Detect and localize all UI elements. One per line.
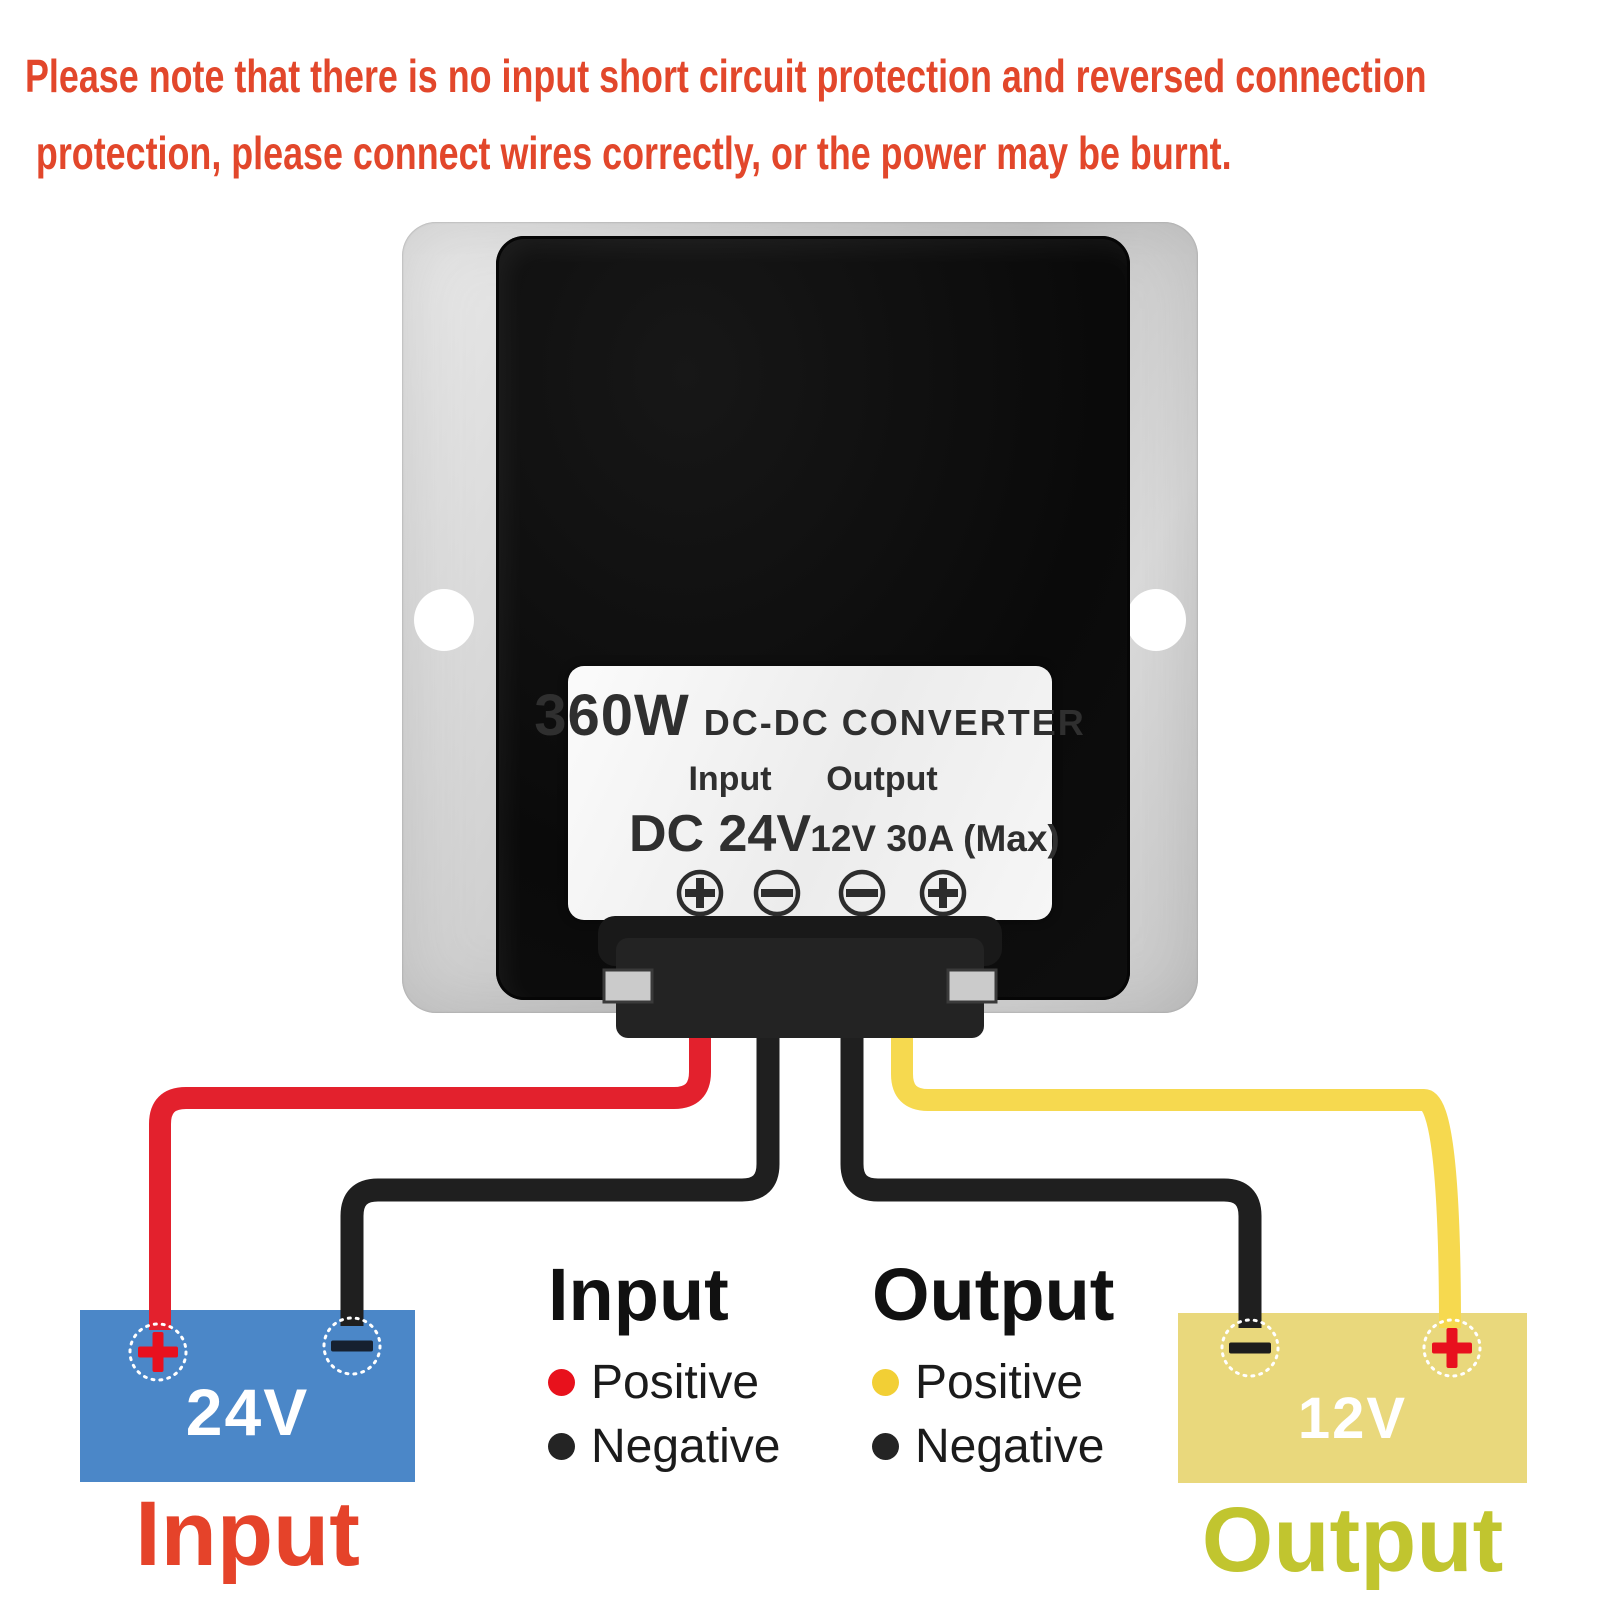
spec-label-title-row: 360W DC-DC CONVERTER — [534, 682, 1084, 749]
warning-text: Please note that there is no input short… — [25, 38, 1600, 192]
negative-dot-icon — [548, 1432, 575, 1460]
positive-dot-icon — [548, 1368, 575, 1396]
input-caption: Input — [135, 1483, 360, 1585]
legend-item: Negative — [548, 1419, 781, 1473]
legend-item-label: Positive — [915, 1355, 1084, 1409]
input-battery: 24V — [80, 1310, 415, 1482]
input-battery-voltage: 24V — [185, 1375, 310, 1449]
warning-line-2: protection, please connect wires correct… — [35, 127, 1232, 179]
legend-item: Positive — [872, 1355, 1114, 1409]
negative-dot-icon — [872, 1432, 899, 1460]
warning-line-1: Please note that there is no input short… — [25, 50, 1427, 102]
input-voltage-spec: DC 24V — [628, 805, 812, 863]
label-output-heading: Output — [826, 760, 938, 798]
label-input-heading: Input — [688, 760, 772, 798]
screw-terminal-plus-icon — [919, 869, 967, 917]
legend-output-heading: Output — [872, 1253, 1115, 1336]
screw-terminal-minus-icon — [838, 869, 886, 917]
legend-item-label: Negative — [591, 1419, 781, 1473]
output-caption: Output — [1201, 1489, 1504, 1591]
legend-item: Positive — [548, 1355, 780, 1409]
output-battery-voltage: 12V — [1297, 1386, 1408, 1451]
legend-input-column: Input Positive Negative — [548, 1253, 781, 1473]
output-battery: 12V — [1178, 1313, 1527, 1483]
output-voltage-spec: 12V 30A (Max) — [810, 818, 1060, 859]
mounting-hole-left-icon — [414, 589, 474, 651]
legend-output-column: Output Positive Negative — [872, 1253, 1115, 1473]
legend-item-label: Negative — [915, 1419, 1105, 1473]
mounting-hole-right-icon — [1126, 589, 1186, 651]
legend-input-heading: Input — [548, 1253, 729, 1336]
screw-terminal-plus-icon — [676, 869, 724, 917]
legend-item: Negative — [872, 1419, 1114, 1473]
terminal-screws — [676, 869, 967, 917]
positive-dot-icon — [872, 1368, 899, 1396]
legend-item-label: Positive — [591, 1355, 760, 1409]
wattage-text: 360W — [534, 683, 690, 748]
converter-name: DC-DC CONVERTER — [703, 702, 1086, 743]
screw-terminal-minus-icon — [753, 869, 801, 917]
converter-spec-label: 360W DC-DC CONVERTER Input Output DC 24V… — [534, 666, 1084, 920]
